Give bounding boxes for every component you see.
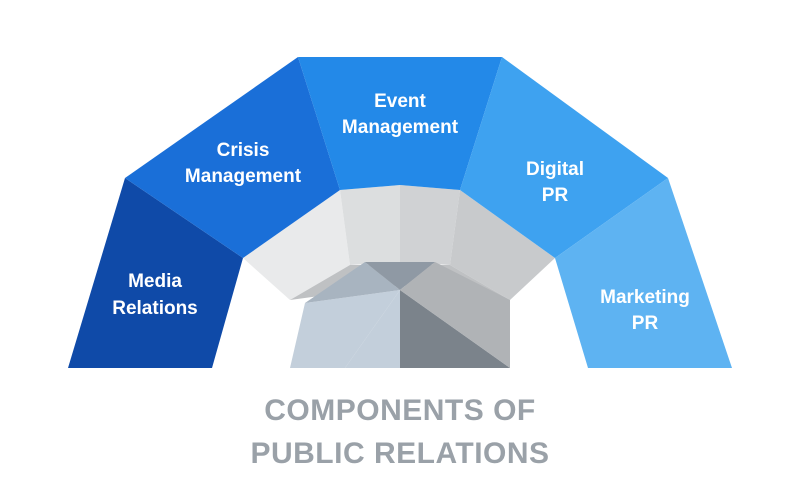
inner-ring-facet-1 bbox=[243, 190, 350, 300]
title-line-1: COMPONENTS OF bbox=[264, 394, 536, 427]
core-facet-3 bbox=[365, 262, 435, 290]
inner-ring-facet-3 bbox=[400, 185, 460, 265]
core bbox=[290, 262, 510, 368]
label-crisis-management-line2: Management bbox=[185, 166, 302, 187]
label-crisis-management-line1: Crisis bbox=[217, 140, 270, 161]
label-event-management-line1: Event bbox=[374, 91, 426, 112]
label-marketing-pr-line2: PR bbox=[632, 313, 659, 334]
diagram-title: COMPONENTS OF PUBLIC RELATIONS bbox=[250, 394, 549, 470]
segment-event-management bbox=[298, 57, 502, 190]
core-facet-5 bbox=[400, 262, 510, 368]
label-digital-pr-line1: Digital bbox=[526, 159, 584, 180]
label-media-relations-line1: Media bbox=[128, 271, 182, 292]
segment-labels: Media Relations Crisis Management Event … bbox=[112, 91, 690, 334]
label-digital-pr-line2: PR bbox=[542, 185, 569, 206]
inner-ring-facet-2 bbox=[340, 185, 400, 265]
core-facet-1 bbox=[290, 290, 400, 368]
segment-digital-pr bbox=[460, 57, 668, 258]
label-marketing-pr-line1: Marketing bbox=[600, 287, 690, 308]
label-event-management-line2: Management bbox=[342, 117, 459, 138]
segment-media-relations bbox=[68, 178, 243, 368]
inner-ring-facet-4 bbox=[450, 190, 555, 300]
segment-marketing-pr bbox=[555, 178, 732, 368]
outer-segments bbox=[68, 57, 732, 368]
core-facet-6 bbox=[345, 290, 400, 368]
label-media-relations-line2: Relations bbox=[112, 298, 198, 319]
title-line-2: PUBLIC RELATIONS bbox=[250, 437, 549, 470]
core-facet-2 bbox=[305, 262, 400, 303]
segment-crisis-management bbox=[125, 57, 340, 258]
